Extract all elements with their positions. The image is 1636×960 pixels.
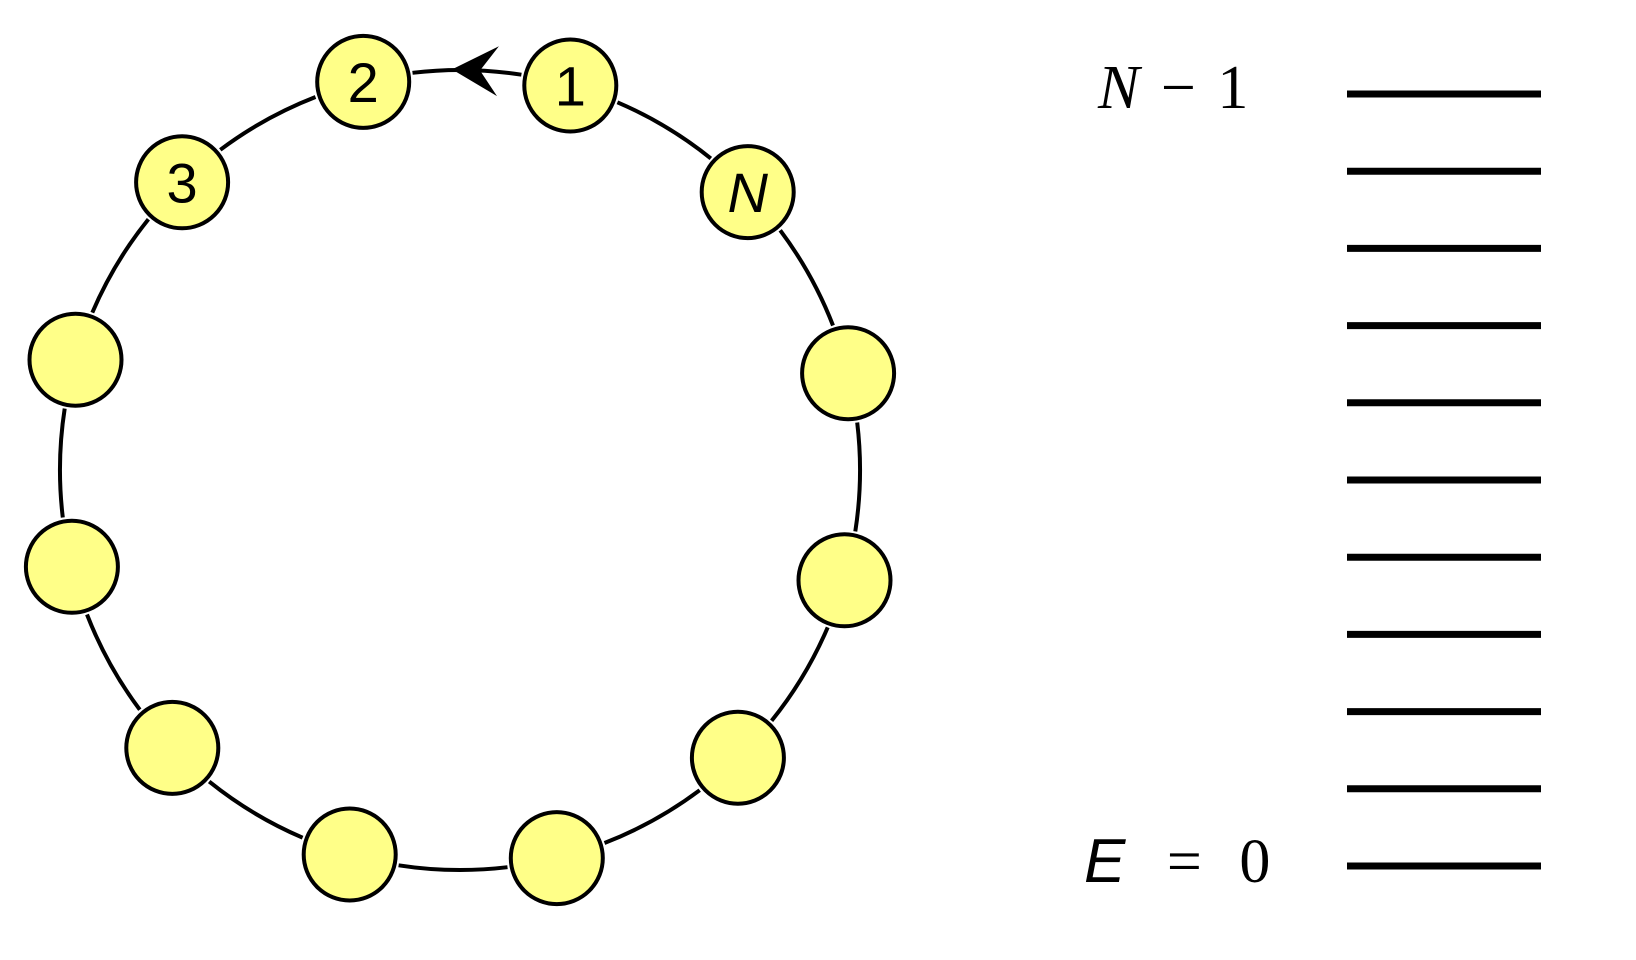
site-circle — [689, 709, 786, 806]
ring-bond — [57, 408, 67, 518]
site-circle — [301, 806, 398, 903]
direction-arrow-icon — [452, 46, 499, 97]
ring-bond — [85, 613, 142, 711]
site-8 — [508, 810, 605, 907]
site-10 — [796, 532, 893, 629]
site-6 — [124, 699, 221, 796]
ring-bond — [207, 780, 304, 840]
site-label: 2 — [348, 51, 379, 114]
site-7 — [301, 806, 398, 903]
energy-level-ladder — [1347, 90, 1541, 870]
bottom-level-number: 0 — [1239, 828, 1270, 896]
ring-of-sites: 1 2 3 N — [23, 33, 897, 907]
site-label: 1 — [555, 55, 586, 118]
site-circle — [508, 810, 605, 907]
ring-bond — [219, 95, 317, 152]
ring-bond — [398, 863, 508, 873]
ring-bond — [770, 626, 830, 723]
site-circle — [315, 33, 412, 130]
site-2: 2 — [315, 33, 412, 130]
ring-bond — [853, 422, 863, 532]
site-circle — [522, 37, 619, 134]
site-label: 3 — [167, 151, 198, 214]
site-circle — [23, 518, 120, 615]
site-circle — [699, 144, 796, 241]
site-12: N — [699, 144, 796, 241]
site-circle — [27, 311, 124, 408]
site-11 — [800, 325, 897, 422]
site-4 — [27, 311, 124, 408]
site-5 — [23, 518, 120, 615]
ring-bond — [616, 100, 713, 160]
bottom-level-operator: = — [1167, 828, 1202, 896]
bottom-level-variable: E — [1084, 827, 1126, 896]
site-circle — [800, 325, 897, 422]
top-level-label: N − 1 — [1097, 54, 1248, 122]
top-level-operator: − — [1161, 54, 1196, 122]
site-1: 1 — [522, 37, 619, 134]
site-label: N — [727, 161, 768, 224]
site-circle — [124, 699, 221, 796]
top-level-variable: N — [1097, 54, 1143, 122]
ring-bond — [90, 217, 150, 314]
ring-bond — [603, 788, 701, 845]
bottom-level-label: E = 0 — [1084, 827, 1270, 896]
site-circle — [796, 532, 893, 629]
top-level-number: 1 — [1217, 54, 1248, 122]
site-circle — [134, 134, 231, 231]
site-3: 3 — [134, 134, 231, 231]
ring-bond — [778, 229, 835, 327]
site-9 — [689, 709, 786, 806]
